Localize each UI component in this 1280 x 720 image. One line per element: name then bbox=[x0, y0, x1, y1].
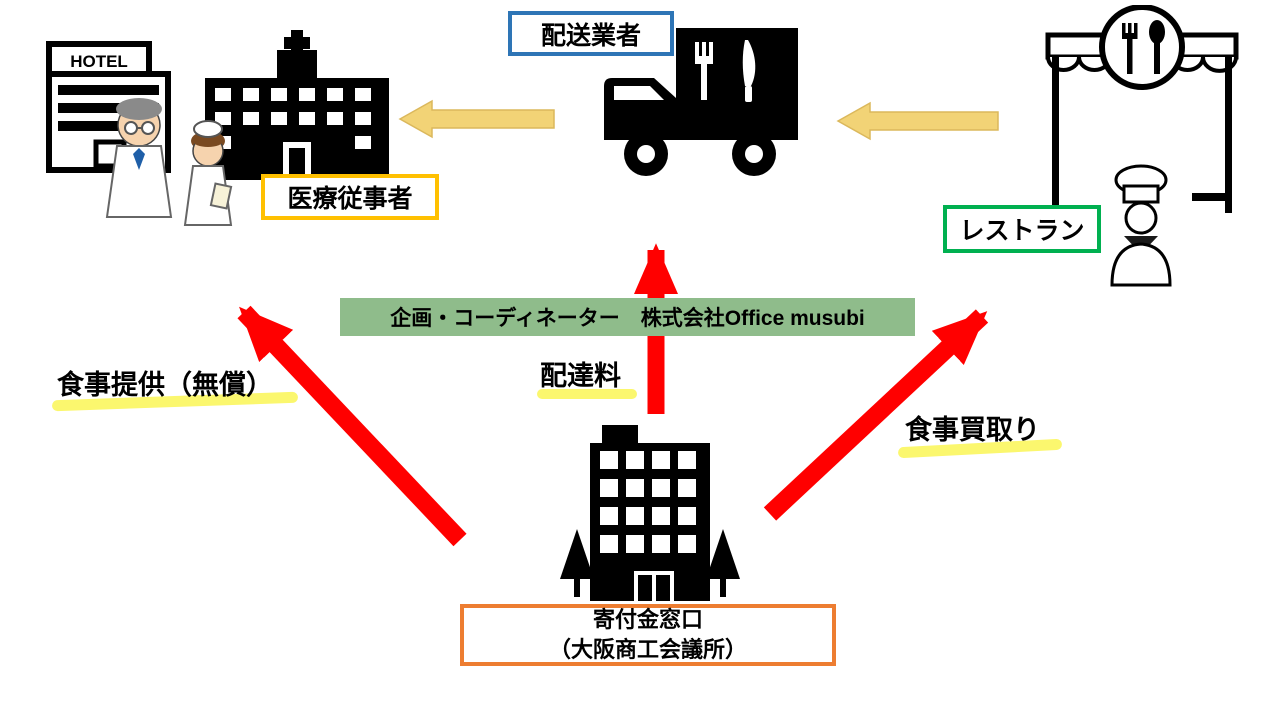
fork-knife-icon bbox=[695, 40, 756, 102]
office-building-icon bbox=[560, 425, 740, 601]
hotel-sign-text: HOTEL bbox=[70, 52, 128, 71]
medical-workers-box: 医療従事者 bbox=[261, 174, 439, 220]
delivery-fee-highlight bbox=[537, 389, 637, 399]
arrow-meal-provision bbox=[237, 305, 467, 547]
chef-icon bbox=[1110, 164, 1172, 287]
arrow-meal-purchase bbox=[763, 309, 989, 521]
hospital-icon bbox=[205, 30, 389, 180]
donation-desk-line1: 寄付金窓口 bbox=[592, 607, 703, 633]
coordinator-banner-label: 企画・コーディネーター 株式会社Office musubi bbox=[390, 307, 865, 330]
arrow-restaurant-to-truck bbox=[836, 101, 999, 141]
donation-desk-line2: （大阪商工会議所） bbox=[548, 637, 747, 662]
delivery-fee-label: 配達料 bbox=[540, 361, 621, 391]
restaurant-label: レストラン bbox=[959, 217, 1085, 245]
donation-desk-box: 寄付金窓口 （大阪商工会議所） bbox=[460, 604, 836, 666]
restaurant-box: レストラン bbox=[943, 205, 1101, 253]
coordinator-banner: 企画・コーディネーター 株式会社Office musubi bbox=[340, 298, 915, 336]
meal-provision-label: 食事提供（無償） bbox=[57, 370, 273, 400]
restaurant-storefront-icon bbox=[1045, 5, 1239, 213]
delivery-truck-icon bbox=[604, 28, 798, 176]
delivery-company-label: 配送業者 bbox=[540, 21, 641, 50]
meal-purchase-label: 食事買取り bbox=[905, 415, 1040, 445]
fork-spoon-sign-icon bbox=[1122, 20, 1165, 74]
delivery-company-box: 配送業者 bbox=[508, 11, 674, 56]
medical-workers-label: 医療従事者 bbox=[287, 185, 413, 213]
doctor-nurse-icon bbox=[105, 98, 233, 226]
arrow-truck-to-medical bbox=[398, 99, 555, 139]
tree-icon bbox=[560, 529, 740, 597]
